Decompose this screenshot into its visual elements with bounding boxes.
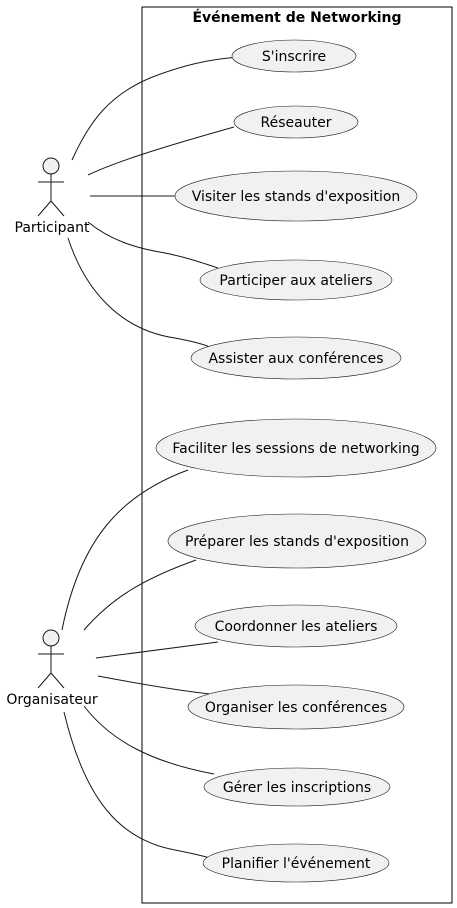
association-organisateur-gerer-inscriptions xyxy=(83,705,215,775)
use-case-inscrire: S'inscrire xyxy=(231,39,357,73)
use-case-preparer-stands: Préparer les stands d'exposition xyxy=(167,513,427,569)
use-case-organiser-conferences: Organiser les conférences xyxy=(187,684,405,730)
actor-participant-label: Participant xyxy=(15,220,90,236)
actor-organisateur-label: Organisateur xyxy=(6,692,98,708)
use-case-label: Gérer les inscriptions xyxy=(223,780,371,796)
use-case-faciliter-networking: Faciliter les sessions de networking xyxy=(155,418,437,478)
actor-left-leg xyxy=(37,672,52,689)
participant-associations xyxy=(67,56,243,348)
system-title: Événement de Networking xyxy=(192,9,401,26)
use-case-visiter-stands: Visiter les stands d'exposition xyxy=(174,170,418,222)
use-case-ellipse xyxy=(174,170,418,222)
use-case-label: Assister aux conférences xyxy=(208,351,383,367)
use-case-label: Faciliter les sessions de networking xyxy=(172,441,419,457)
use-case-gerer-inscriptions: Gérer les inscriptions xyxy=(203,767,391,807)
association-participant-reseauter xyxy=(87,126,235,176)
use-case-label: Préparer les stands d'exposition xyxy=(185,534,409,550)
use-case-label: Organiser les conférences xyxy=(205,700,387,716)
association-organisateur-planifier-evenement xyxy=(63,711,211,859)
use-case-ellipse xyxy=(187,684,405,730)
use-case-ellipse xyxy=(231,39,357,73)
actor-head xyxy=(42,157,60,175)
actor-participant: Participant xyxy=(15,157,90,236)
use-case-label: S'inscrire xyxy=(262,49,326,65)
association-organisateur-preparer-stands xyxy=(83,559,197,631)
use-case-assister-conferences: Assister aux conférences xyxy=(190,336,402,380)
use-case-ellipse xyxy=(233,105,359,139)
use-case-label: Réseauter xyxy=(261,115,332,131)
association-organisateur-organiser-conferences xyxy=(97,675,211,695)
association-participant-participer-ateliers xyxy=(87,221,219,269)
use-case-ellipse xyxy=(167,513,427,569)
use-case-participer-ateliers: Participer aux ateliers xyxy=(199,259,393,301)
actor-left-leg xyxy=(37,200,52,217)
organisateur-associations xyxy=(61,469,219,859)
actor-head xyxy=(42,629,60,647)
use-case-coordonner-ateliers: Coordonner les ateliers xyxy=(194,604,398,648)
use-case-ellipse xyxy=(155,418,437,478)
association-participant-assister-conferences xyxy=(67,237,211,348)
use-case-ellipse xyxy=(190,336,402,380)
use-case-label: Visiter les stands d'exposition xyxy=(192,189,401,205)
use-case-label: Coordonner les ateliers xyxy=(215,619,378,635)
association-participant-inscrire xyxy=(71,56,243,161)
use-case-label: Planifier l'événement xyxy=(222,856,371,872)
association-organisateur-faciliter-networking xyxy=(61,469,189,631)
actor-right-leg xyxy=(50,672,65,689)
actor-right-leg xyxy=(50,200,65,217)
use-case-ellipse xyxy=(194,604,398,648)
use-case-ellipse xyxy=(199,259,393,301)
use-case-reseauter: Réseauter xyxy=(233,105,359,139)
use-case-ellipse xyxy=(203,767,391,807)
use-case-ellipse xyxy=(202,843,390,883)
actor-organisateur: Organisateur xyxy=(6,629,98,708)
association-organisateur-coordonner-ateliers xyxy=(95,641,219,659)
use-case-planifier-evenement: Planifier l'événement xyxy=(202,843,390,883)
use-case-label: Participer aux ateliers xyxy=(219,273,372,289)
